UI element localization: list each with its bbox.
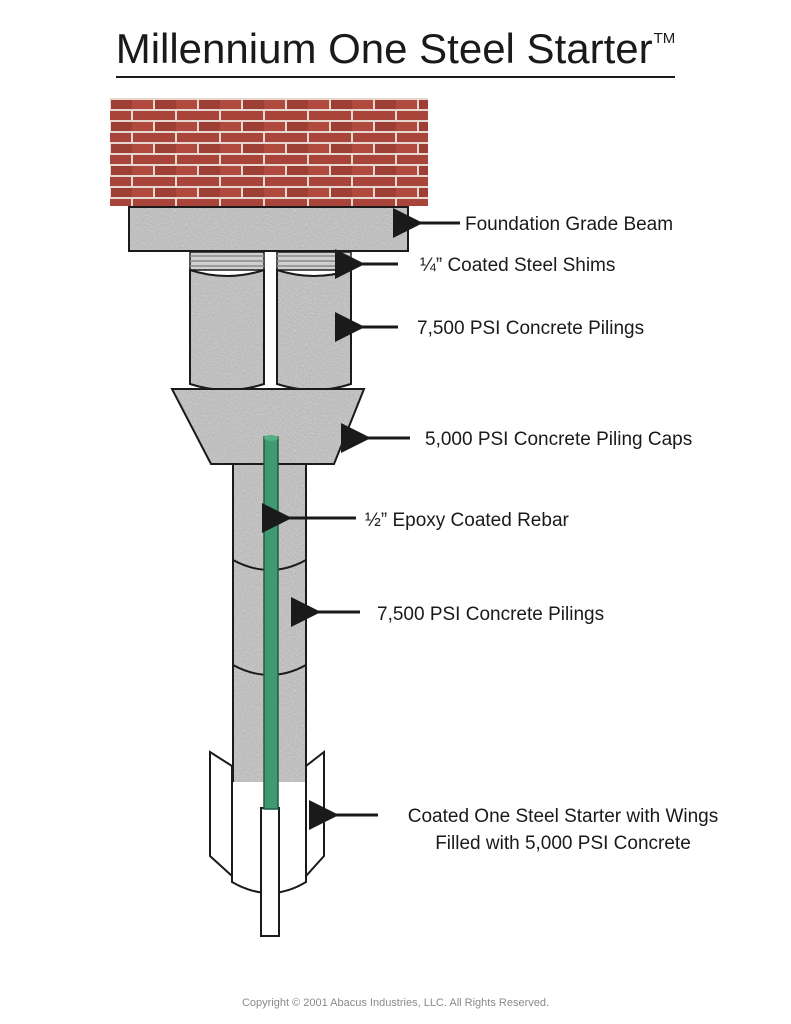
label-piling-caps: 5,000 PSI Concrete Piling Caps <box>425 429 692 450</box>
upper-piling-left <box>189 268 265 391</box>
label-starter-line1: Coated One Steel Starter with Wings <box>408 806 718 827</box>
label-starter-line2: Filled with 5,000 PSI Concrete <box>435 833 691 854</box>
upper-piling-right <box>276 268 352 391</box>
starter-spike <box>260 807 280 937</box>
diagram-title: Millennium One Steel StarterTM <box>0 14 791 78</box>
steel-starter <box>209 749 325 937</box>
title-text: Millennium One Steel StarterTM <box>115 14 676 78</box>
trademark-mark: TM <box>653 30 676 47</box>
rebar-top <box>264 435 278 441</box>
starter-wing-right <box>305 749 325 879</box>
starter-wing-left <box>209 750 233 879</box>
label-rebar: ½” Epoxy Coated Rebar <box>365 510 570 531</box>
brick-wall <box>110 98 428 206</box>
grade-beam <box>128 206 409 252</box>
label-upper-pilings: 7,500 PSI Concrete Pilings <box>417 318 644 339</box>
copyright-notice: Copyright © 2001 Abacus Industries, LLC.… <box>241 997 550 1009</box>
steel-shims-right <box>276 251 352 271</box>
label-lower-pilings: 7,500 PSI Concrete Pilings <box>377 604 604 625</box>
piling-cap <box>170 388 366 465</box>
label-grade-beam: Foundation Grade Beam <box>465 214 673 235</box>
epoxy-rebar <box>263 436 279 810</box>
title-label: Millennium One Steel Starter <box>115 25 653 72</box>
steel-shims-left <box>189 251 265 271</box>
label-shims: ¼” Coated Steel Shims <box>420 255 615 276</box>
